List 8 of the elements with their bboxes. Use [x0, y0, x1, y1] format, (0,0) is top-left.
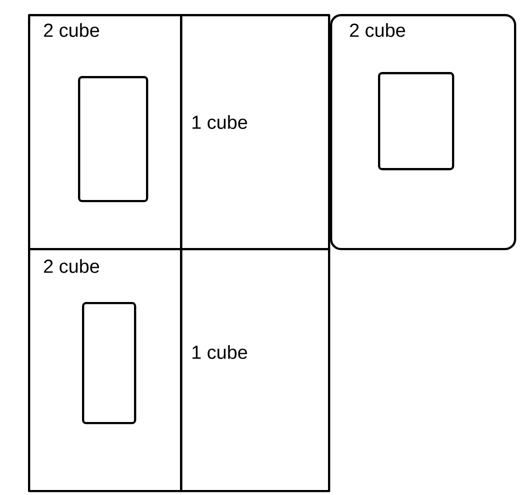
inner-box — [82, 302, 136, 424]
cell: 1 cube — [180, 14, 330, 250]
inner-box — [78, 76, 148, 202]
cell: 2 cube — [28, 14, 182, 250]
cell: 1 cube — [180, 248, 330, 492]
cell: 2 cube — [330, 14, 516, 250]
cell: 2 cube — [28, 248, 182, 492]
inner-box — [378, 72, 454, 170]
